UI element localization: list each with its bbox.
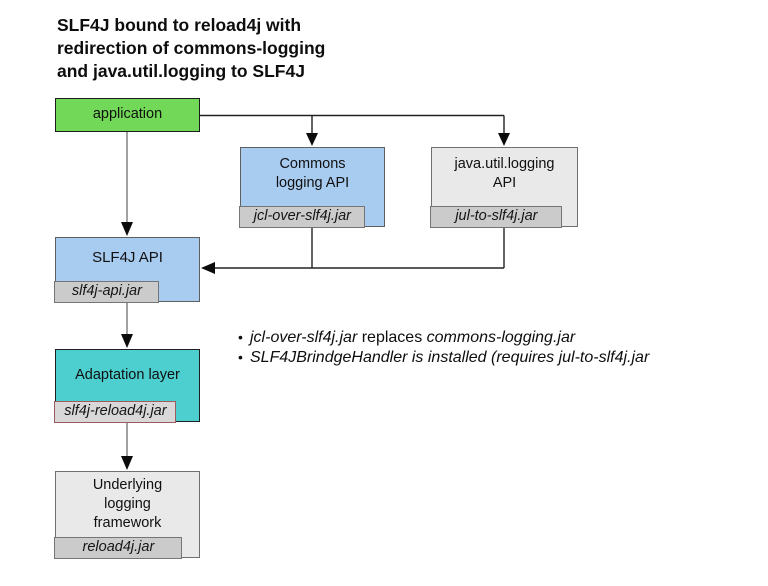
jar-slf4j-api: slf4j-api.jar: [54, 280, 160, 303]
node-java-util-logging-api: java.util.logging API jul-to-slf4j.jar: [430, 147, 578, 228]
arrow-into-slf4j-right: [201, 262, 215, 274]
bullet-icon: •: [238, 329, 243, 345]
node-adaptation-label: Adaptation layer: [75, 367, 180, 383]
node-adaptation-layer: Adaptation layer slf4j-reload4j.jar: [54, 349, 200, 423]
jar-jcl-over-slf4j: jcl-over-slf4j.jar: [239, 205, 366, 228]
arrow-into-underlying: [121, 456, 133, 470]
arrow-into-jul: [498, 133, 510, 146]
arrow-into-adaptation: [121, 334, 133, 348]
node-commons-label: Commons logging API: [275, 156, 350, 191]
notes-list: • jcl-over-slf4j.jar replaces commons-log…: [238, 328, 768, 370]
note1-jar-name: jcl-over-slf4j.jar: [250, 329, 358, 346]
node-application-label: application: [92, 106, 163, 122]
node-underlying-framework: Underlying logging framework reload4j.ja…: [54, 471, 200, 559]
node-jul-label: java.util.logging API: [454, 156, 555, 191]
jar-reload4j: reload4j.jar: [54, 536, 183, 559]
node-slf4j-label: SLF4J API: [92, 249, 163, 266]
node-application: application: [55, 98, 200, 132]
note-item-1: • jcl-over-slf4j.jar replaces commons-log…: [238, 328, 768, 348]
jar-slf4j-reload4j: slf4j-reload4j.jar: [54, 400, 177, 423]
note2-text: SLF4JBrindgeHandler is installed (requir…: [250, 348, 650, 366]
note1-middle-text: replaces: [357, 329, 427, 346]
note1-replaced-jar: commons-logging.jar: [426, 329, 576, 346]
jar-jul-to-slf4j: jul-to-slf4j.jar: [430, 205, 563, 228]
node-underlying-label: Underlying logging framework: [92, 477, 163, 531]
node-commons-logging-api: Commons logging API jcl-over-slf4j.jar: [239, 147, 385, 228]
bullet-icon: •: [238, 348, 243, 365]
note-item-2: • SLF4JBrindgeHandler is installed (requi…: [238, 348, 768, 368]
arrow-app-to-slf4j: [121, 222, 133, 236]
diagram-title: SLF4J bound to reload4j with redirection…: [57, 15, 326, 81]
node-slf4j-api: SLF4J API slf4j-api.jar: [54, 237, 200, 303]
arrow-into-commons: [306, 133, 318, 146]
